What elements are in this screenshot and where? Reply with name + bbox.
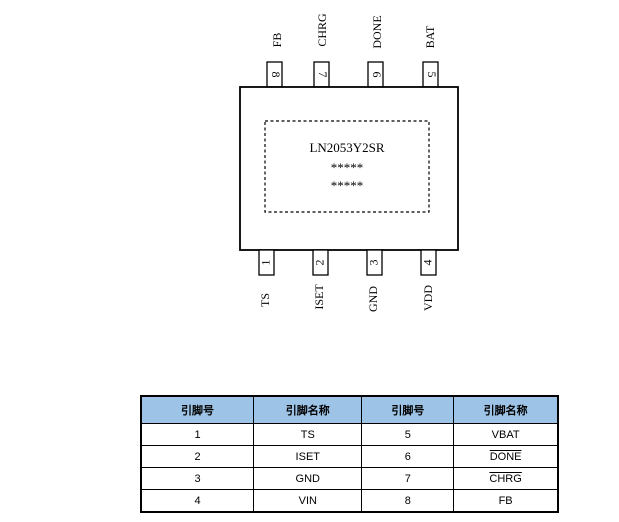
table-cell: GND xyxy=(253,467,363,490)
header-pin-name-1: 引脚名称 xyxy=(253,395,363,424)
pin-number-top-2: 7 xyxy=(316,72,330,78)
pin-box-bottom-1 xyxy=(258,249,275,276)
table-row: 3 GND 7 CHRG xyxy=(140,467,559,490)
table-cell: FB xyxy=(453,489,559,513)
table-cell: 5 xyxy=(361,423,455,446)
pin-label-top-2: CHRG xyxy=(315,13,329,47)
header-pin-number-1: 引脚号 xyxy=(140,395,255,424)
pin-label-bottom-2: ISET xyxy=(312,284,326,310)
table-cell: VBAT xyxy=(453,423,559,446)
table-header-row: 引脚号 引脚名称 引脚号 引脚名称 xyxy=(140,395,559,424)
chip-body xyxy=(239,86,459,251)
table-cell: 3 xyxy=(140,467,255,490)
table-cell: 7 xyxy=(361,467,455,490)
header-pin-name-2: 引脚名称 xyxy=(453,395,559,424)
pin-label-bottom-3: GND xyxy=(366,286,380,312)
ic-package-diagram: FB CHRG DONE BAT 8 7 6 5 LN2053Y2SR ****… xyxy=(239,13,459,312)
chip-marking-line-1: ***** xyxy=(331,160,364,175)
pin-number-top-3: 6 xyxy=(370,72,384,78)
pin-label-top-3: DONE xyxy=(370,15,384,48)
pin-function-table: 引脚号 引脚名称 引脚号 引脚名称 1 TS 5 VBAT 2 ISET 6 D… xyxy=(140,395,559,513)
table-cell: 6 xyxy=(361,445,455,468)
pin-box-bottom-4 xyxy=(420,249,437,276)
table-cell: CHRG xyxy=(453,467,559,490)
header-pin-number-2: 引脚号 xyxy=(361,395,455,424)
table-cell: 1 xyxy=(140,423,255,446)
pin-number-bottom-4: 4 xyxy=(420,260,434,266)
chip-part-number: LN2053Y2SR xyxy=(309,140,384,155)
table-cell: 2 xyxy=(140,445,255,468)
pin-label-top-1: FB xyxy=(270,33,284,48)
pin-box-bottom-2 xyxy=(312,249,329,276)
pin-number-top-1: 8 xyxy=(269,72,283,78)
table-cell: ISET xyxy=(253,445,363,468)
table-cell: 8 xyxy=(361,489,455,513)
pin-label-bottom-4: VDD xyxy=(421,285,435,311)
table-row: 4 VIN 8 FB xyxy=(140,489,559,513)
pin-number-bottom-1: 1 xyxy=(258,260,272,266)
table-cell: 4 xyxy=(140,489,255,513)
table-cell: DONE xyxy=(453,445,559,468)
table-row: 2 ISET 6 DONE xyxy=(140,445,559,468)
pin-number-bottom-2: 2 xyxy=(312,260,326,266)
marking-area xyxy=(264,120,430,213)
pin-number-bottom-3: 3 xyxy=(366,260,380,266)
table-row: 1 TS 5 VBAT xyxy=(140,423,559,446)
table-cell: VIN xyxy=(253,489,363,513)
chip-marking-line-2: ***** xyxy=(331,178,364,193)
table-cell: TS xyxy=(253,423,363,446)
pin-number-top-4: 5 xyxy=(425,72,439,78)
pin-box-bottom-3 xyxy=(366,249,383,276)
pin-label-top-4: BAT xyxy=(423,25,437,48)
pin-label-bottom-1: TS xyxy=(258,293,272,307)
